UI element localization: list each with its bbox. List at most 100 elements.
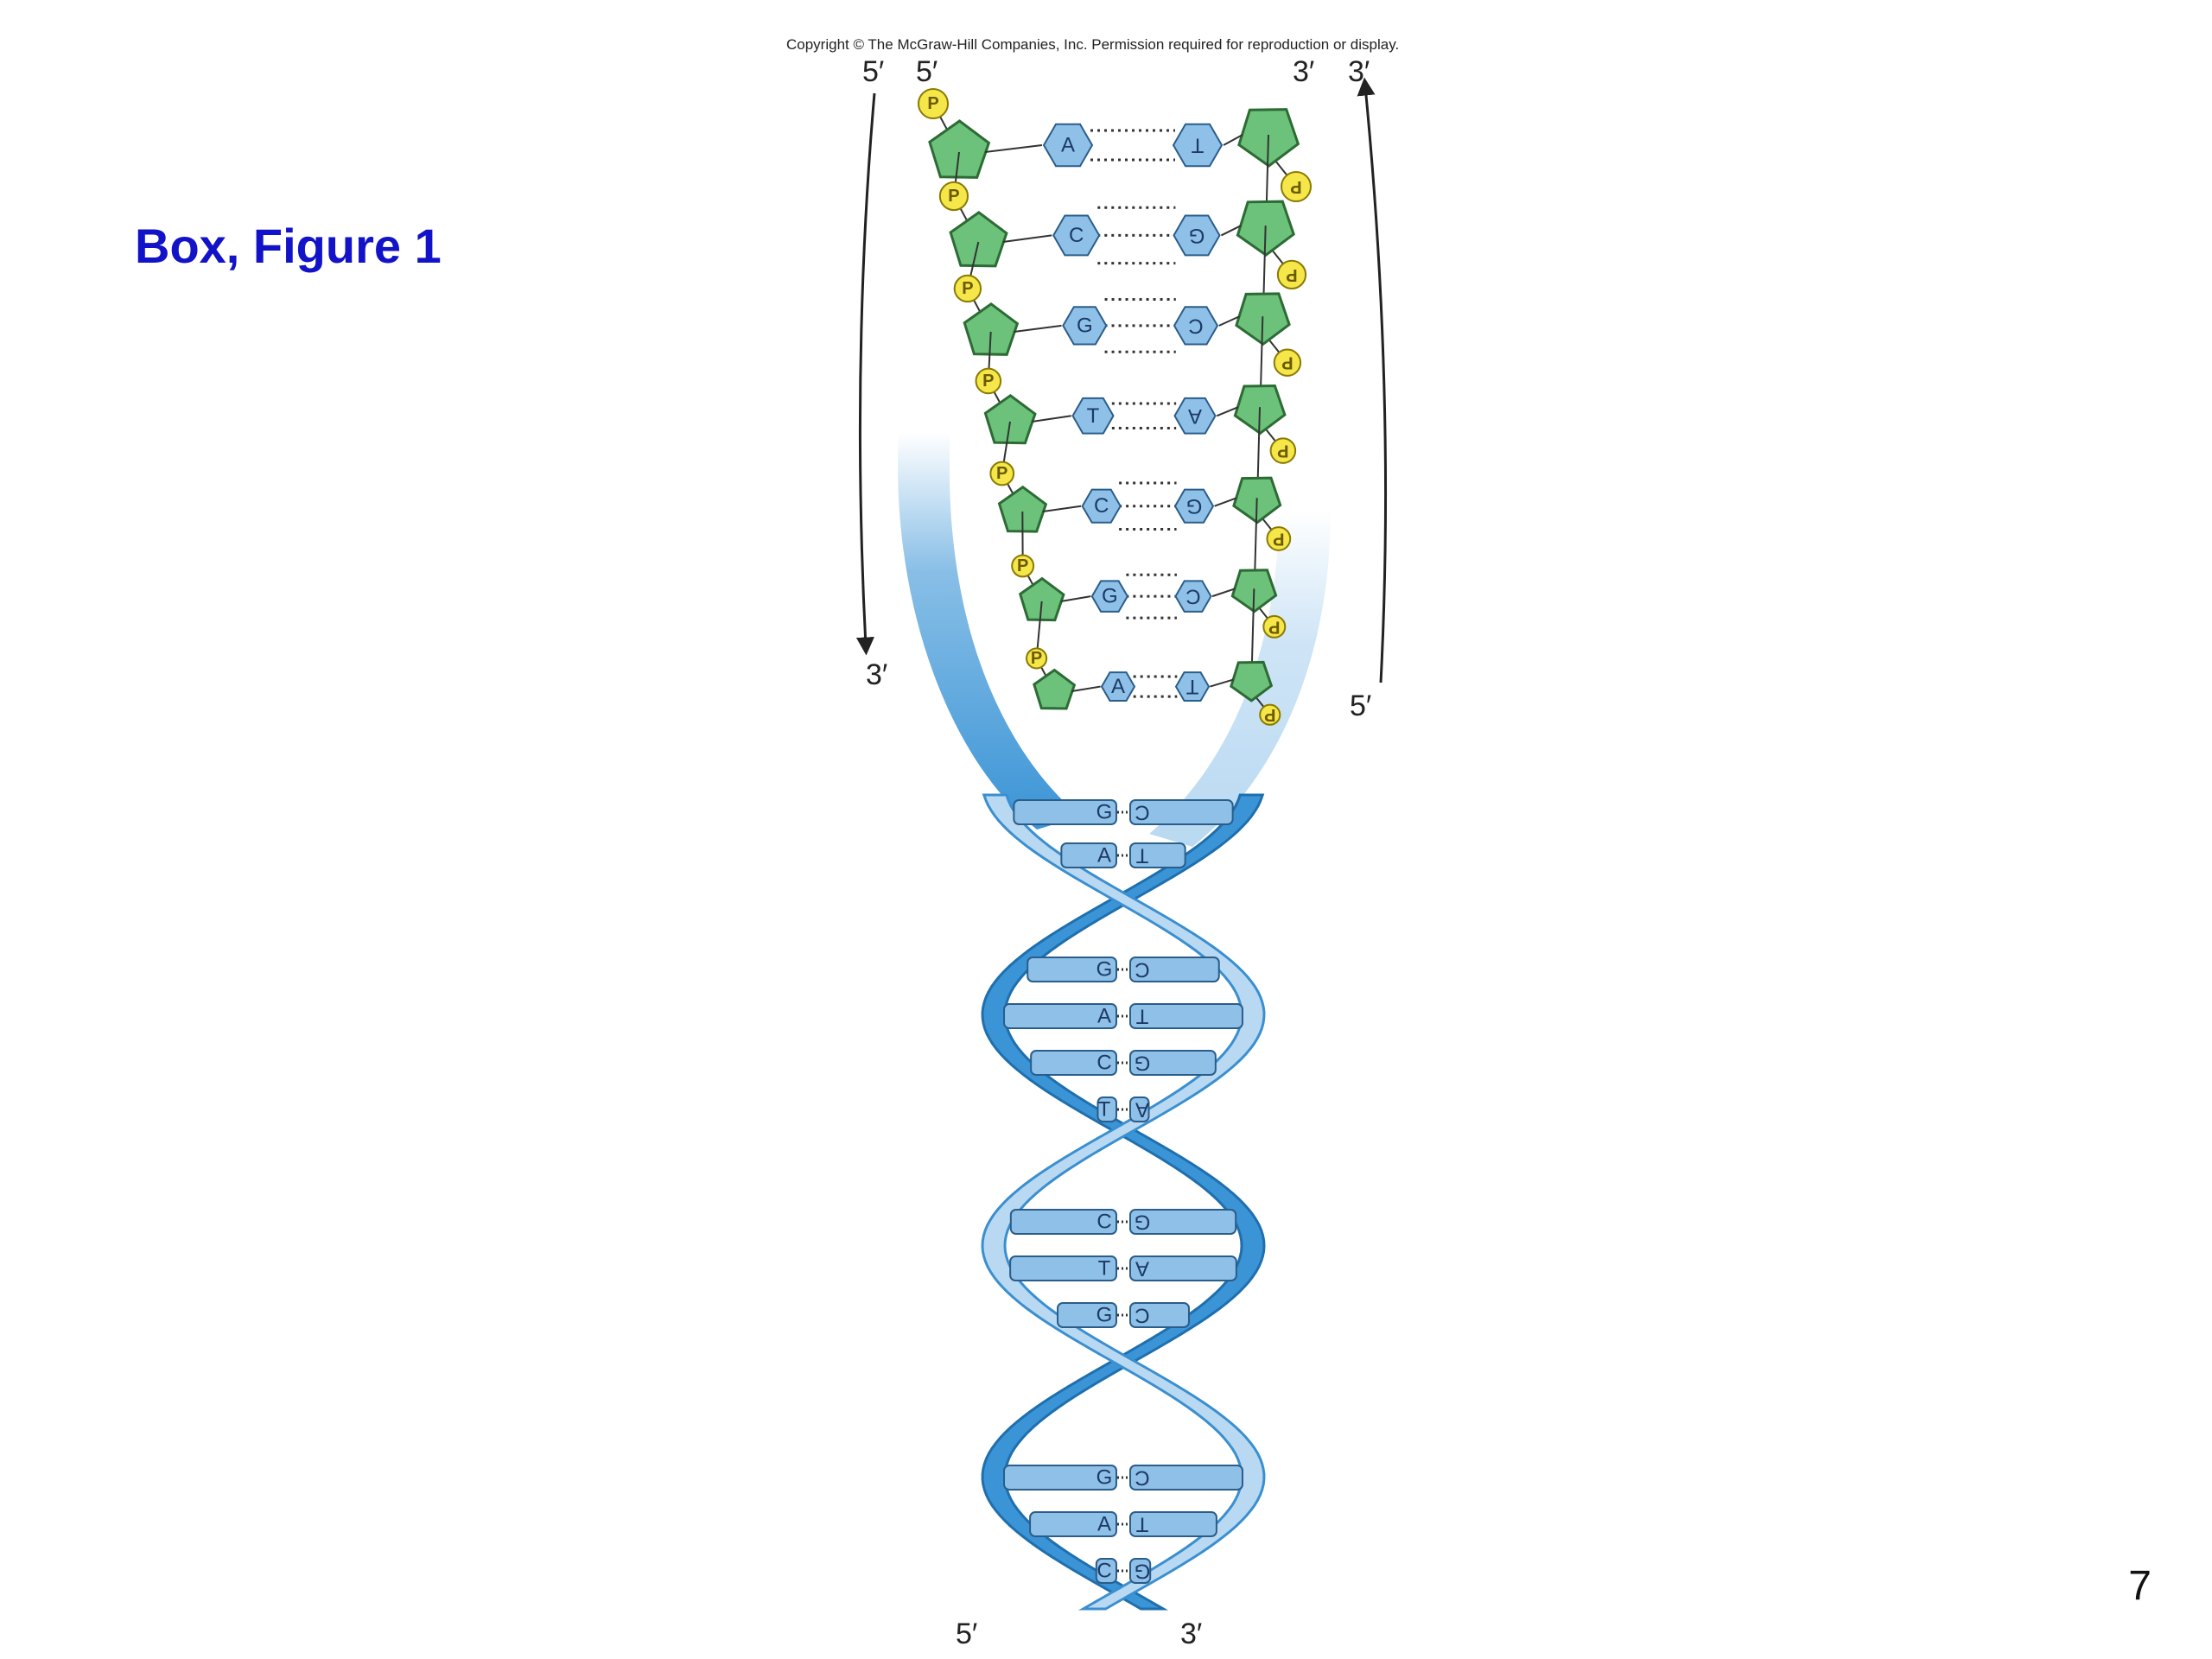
- phosphate-group: [918, 88, 949, 119]
- helix-base: [1003, 1465, 1118, 1491]
- deoxyribose-sugar: [1230, 660, 1274, 702]
- helix-base: [1129, 1050, 1217, 1076]
- copyright-notice: Copyright © The McGraw-Hill Companies, I…: [786, 36, 1400, 53]
- base-letter: T: [1087, 404, 1100, 428]
- nucleotide-base: [1173, 488, 1215, 524]
- deoxyribose-sugar: [963, 302, 1020, 356]
- phosphate-group: [1259, 703, 1281, 726]
- helix-base: [1129, 1003, 1243, 1029]
- label-left-arrow-3prime: 3′: [866, 658, 887, 691]
- helix-base: [1027, 957, 1118, 982]
- base-letter: C: [1096, 1211, 1111, 1234]
- glycosidic-bond: [1223, 134, 1243, 146]
- left-backbone-ribbon: [898, 432, 1080, 830]
- label-bottom-right-3prime: 3′: [1180, 1618, 1202, 1650]
- base-letter: C: [1096, 1560, 1111, 1583]
- helix-base: [1129, 1465, 1243, 1491]
- phosphate-group: [1011, 554, 1035, 578]
- helix-base: [1095, 1558, 1117, 1584]
- page-number: 7: [2128, 1563, 2152, 1609]
- helix-base: [1003, 1003, 1118, 1029]
- base-letter: C: [1135, 1304, 1149, 1327]
- base-letter: T: [1191, 134, 1204, 157]
- phosphate-group: [975, 367, 1002, 395]
- glycosidic-bond: [1032, 415, 1071, 423]
- helix-base: [1029, 1511, 1118, 1537]
- phosphate-label: P: [948, 187, 959, 206]
- phosphate-label: P: [1277, 442, 1288, 461]
- left-direction-arrow: [855, 92, 876, 656]
- glycosidic-bond: [1216, 406, 1239, 417]
- nucleotide-base: [1081, 488, 1122, 524]
- right-direction-arrow: [1357, 77, 1388, 683]
- phosphate-label: P: [1286, 265, 1297, 284]
- base-letter: A: [1135, 1257, 1149, 1281]
- helix-base: [1129, 1558, 1152, 1584]
- label-top-left-inner-5prime: 5′: [916, 55, 938, 88]
- glycosidic-bond: [984, 144, 1043, 153]
- nucleotide-base: [1174, 580, 1212, 613]
- base-letter: G: [1096, 958, 1113, 982]
- base-letter: T: [1185, 675, 1198, 698]
- phosphate-group: [1266, 526, 1292, 551]
- base-letter: G: [1189, 224, 1205, 247]
- glycosidic-bond: [1220, 225, 1242, 237]
- nucleotide-base: [1052, 214, 1101, 257]
- helix-base: [1129, 1096, 1150, 1122]
- slide-title: Box, Figure 1: [135, 219, 442, 273]
- base-letter: G: [1096, 1304, 1113, 1327]
- base-letter: G: [1102, 585, 1118, 608]
- helix-base: [1129, 1302, 1190, 1328]
- phosphate-group: [1273, 348, 1302, 377]
- phosphate-label: P: [1268, 617, 1280, 636]
- deoxyribose-sugar: [983, 393, 1037, 445]
- glycosidic-bond: [1210, 678, 1234, 688]
- base-letter: T: [1135, 1005, 1148, 1028]
- ladder-pair: P P C G: [938, 134, 1307, 289]
- helix-base: [1129, 1209, 1237, 1235]
- base-letter: C: [1069, 224, 1084, 247]
- base-letter: G: [1186, 494, 1203, 518]
- label-top-right-outer-3prime: 3′: [1348, 55, 1370, 88]
- helix-base: [1129, 957, 1220, 982]
- nucleotide-base: [1173, 397, 1217, 435]
- base-letter: G: [1077, 314, 1093, 337]
- phosphate-label: P: [1017, 556, 1028, 575]
- helix-base: [1009, 1255, 1118, 1281]
- base-letter: T: [1098, 1257, 1111, 1281]
- label-top-left-outer-5prime: 5′: [862, 55, 884, 88]
- helix-base: [1060, 842, 1118, 868]
- phosphate-group: [953, 274, 982, 303]
- phosphate-group: [938, 181, 969, 212]
- deoxyribose-sugar: [997, 485, 1048, 533]
- helix-base: [1129, 1511, 1217, 1537]
- base-letter: G: [1135, 1052, 1151, 1075]
- glycosidic-bond: [1211, 588, 1236, 598]
- phosphate-label: P: [1290, 177, 1301, 196]
- glycosidic-bond: [1060, 595, 1091, 602]
- base-letter: A: [1097, 1513, 1111, 1536]
- phosphate-label: P: [982, 372, 994, 391]
- base-letter: T: [1135, 1513, 1148, 1536]
- phosphate-group: [1026, 647, 1048, 670]
- helix-base: [1129, 1255, 1237, 1281]
- base-letter: C: [1096, 1052, 1111, 1075]
- nucleotide-base: [1062, 306, 1108, 346]
- helix-base: [1009, 1209, 1117, 1235]
- base-letter: C: [1135, 801, 1149, 824]
